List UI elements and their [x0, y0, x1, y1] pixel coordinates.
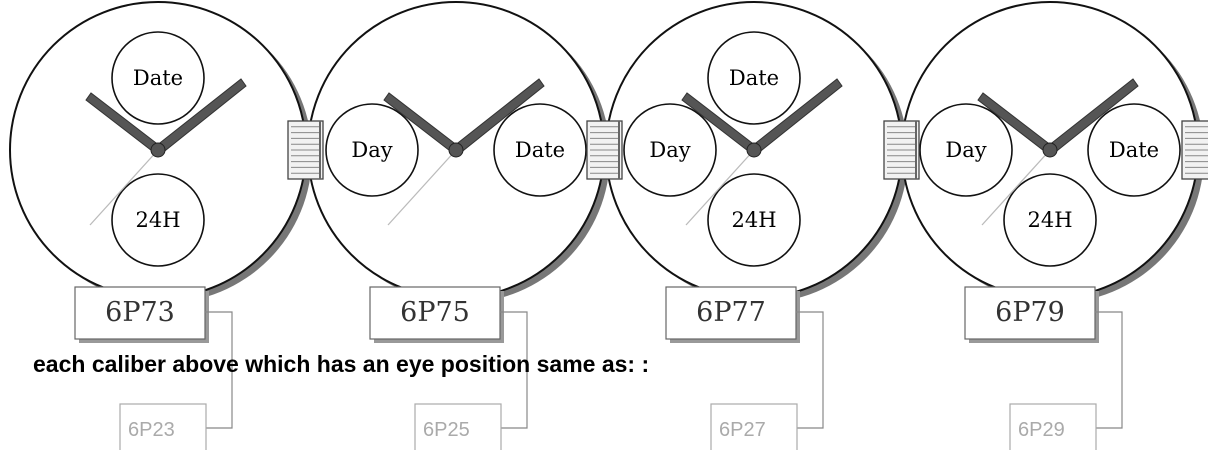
subdial-top [707, 31, 801, 125]
crown-3 [883, 120, 920, 180]
related-caliber-label: 6P27 [719, 419, 766, 441]
subdial-top [111, 31, 205, 125]
related-caliber-label: 6P25 [423, 419, 470, 441]
seconds-hand [387, 149, 457, 226]
subdial-right [493, 103, 587, 197]
movement-6P75: Day Date 6P75 6P25 [307, 1, 610, 450]
subdial-label: Date [729, 66, 779, 90]
center-pin [150, 142, 166, 158]
subdial-label: Date [133, 66, 183, 90]
connector-bracket [1095, 311, 1123, 429]
connector-bracket [796, 311, 824, 429]
seconds-hand [685, 149, 755, 226]
center-pin [1042, 142, 1058, 158]
subdial-left [919, 103, 1013, 197]
caliber-label: 6P79 [995, 297, 1065, 328]
connector-bracket [500, 311, 528, 429]
movement-6P79: Day Date 24H 6P79 6P29 [901, 1, 1204, 450]
center-pin [448, 142, 464, 158]
related-caliber-label: 6P23 [128, 419, 175, 441]
subdial-left [623, 103, 717, 197]
subdial-label: Date [1109, 138, 1159, 162]
subdial-left [325, 103, 419, 197]
subdial-label: Day [945, 138, 986, 162]
subdial-label: Day [649, 138, 690, 162]
related-caliber-box [414, 403, 502, 450]
subdial-bottom [111, 173, 205, 267]
seconds-hand [89, 149, 159, 226]
caliber-label: 6P73 [105, 297, 175, 328]
subdial-bottom [707, 173, 801, 267]
subdial-bottom [1003, 173, 1097, 267]
related-caliber-box [119, 403, 207, 450]
center-pin [746, 142, 762, 158]
caliber-box [665, 286, 797, 340]
subdial-label: Date [515, 138, 565, 162]
crown-1 [287, 120, 324, 180]
caliber-box [369, 286, 501, 340]
crown-4 [1181, 120, 1208, 180]
crown-2 [586, 120, 623, 180]
caliber-label: 6P77 [696, 297, 766, 328]
related-caliber-label: 6P29 [1018, 419, 1065, 441]
subdial-label: 24H [135, 208, 180, 232]
caliber-box [74, 286, 206, 340]
seconds-hand [981, 149, 1051, 226]
caliber-box [964, 286, 1096, 340]
subdial-label: Day [351, 138, 392, 162]
subdial-label: 24H [731, 208, 776, 232]
connector-bracket [205, 311, 233, 429]
movement-6P73: Date 24H 6P73 6P23 [9, 1, 312, 450]
eye-position-note: each caliber above which has an eye posi… [33, 351, 649, 377]
subdial-label: 24H [1027, 208, 1072, 232]
related-caliber-box [710, 403, 798, 450]
related-caliber-box [1009, 403, 1097, 450]
subdial-right [1087, 103, 1181, 197]
caliber-label: 6P75 [400, 297, 470, 328]
